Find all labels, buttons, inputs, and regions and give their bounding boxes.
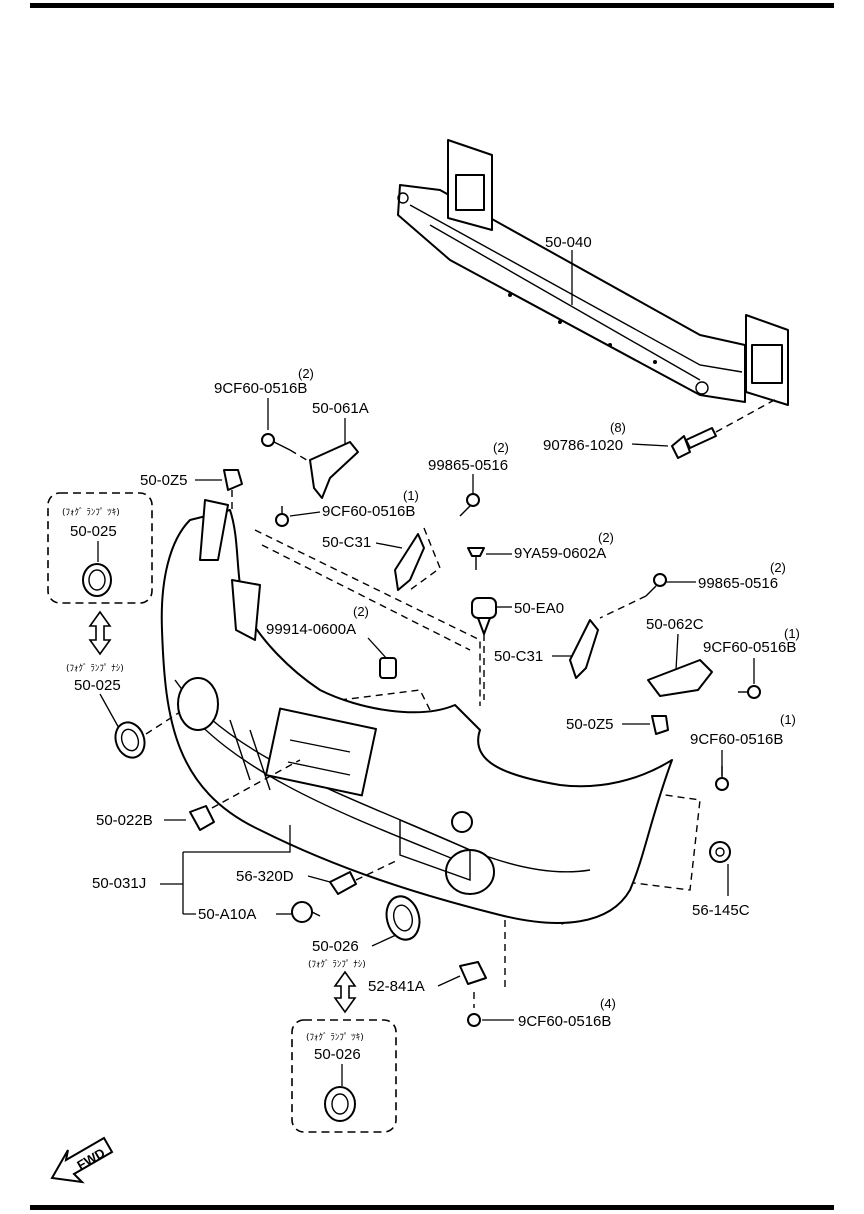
leader-56-320d	[307, 875, 331, 883]
label-50-022b: 50-022B	[96, 812, 153, 829]
fastener-9ya59[interactable]	[467, 547, 485, 570]
leader-52-841a	[437, 975, 461, 987]
bracket-50-c31-a[interactable]	[394, 533, 425, 591]
label-90786: 90786-1020	[543, 437, 623, 454]
top-border	[30, 3, 834, 8]
clip-50-0z5-b[interactable]	[651, 715, 669, 735]
leader-50-c31-a	[375, 542, 403, 549]
qty-99865-b: (2)	[770, 560, 786, 575]
label-52-841a: 52-841A	[368, 978, 425, 995]
leader-50-026	[371, 934, 397, 947]
label-50-026-box: 50-026	[314, 1046, 361, 1063]
cap-50-a10a[interactable]	[291, 901, 321, 923]
guide-90786	[715, 397, 779, 433]
leader-99914	[367, 637, 389, 661]
label-50-040: 50-040	[545, 234, 592, 251]
bolt-90786[interactable]	[671, 427, 717, 459]
guide-99865-b	[599, 595, 647, 619]
label-50-c31-a: 50-C31	[322, 534, 371, 551]
label-50-0z5-a: 50-0Z5	[140, 472, 188, 489]
label-50-0z5-b: 50-0Z5	[566, 716, 614, 733]
screw-9cf-c[interactable]	[738, 685, 761, 699]
clip-56-145c[interactable]	[709, 841, 731, 863]
label-99914: 99914-0600A	[266, 621, 356, 638]
label-9cf-top: 9CF60-0516B	[214, 380, 307, 397]
bracket-50-c31-b[interactable]	[569, 619, 599, 679]
swap-arrow-upper	[88, 610, 112, 656]
label-50-062c: 50-062C	[646, 616, 704, 633]
fog-lamp-bezel-50-025-box[interactable]	[82, 563, 112, 597]
label-50-a10a: 50-A10A	[198, 906, 256, 923]
guide-50-025	[145, 711, 181, 735]
qty-9cf-e: (4)	[600, 996, 616, 1011]
front-bumper-fascia[interactable]	[160, 499, 673, 924]
label-9cf-d: 9CF60-0516B	[690, 731, 783, 748]
qty-9cf-d: (1)	[780, 712, 796, 727]
screw-9cf-e[interactable]	[467, 1013, 481, 1027]
jp-note-50-025-box: (ﾌｫｸﾞ ﾗﾝﾌﾟ ﾂｷ)	[62, 507, 120, 518]
fog-lamp-option-box-upper	[47, 492, 153, 604]
bracket-56-320d[interactable]	[329, 859, 399, 895]
guide-c31-a	[409, 527, 441, 591]
jp-note-50-026-box: (ﾌｫｸﾞ ﾗﾝﾌﾟ ﾂｷ)	[306, 1032, 364, 1043]
label-56-145c: 56-145C	[692, 902, 750, 919]
qty-9cf-b: (1)	[403, 488, 419, 503]
bracket-50-062c[interactable]	[647, 659, 713, 697]
qty-9ya59: (2)	[598, 530, 614, 545]
qty-99914: (2)	[353, 604, 369, 619]
label-9cf-c: 9CF60-0516B	[703, 639, 796, 656]
fog-lamp-cover-50-026[interactable]	[382, 893, 424, 944]
guide-bracket-left-2	[261, 544, 471, 651]
clip-50-022b[interactable]	[189, 805, 215, 831]
pin-50-ea0[interactable]	[471, 597, 497, 635]
label-9cf-e: 9CF60-0516B	[518, 1013, 611, 1030]
label-9ya59: 9YA59-0602A	[514, 545, 606, 562]
label-50-026: 50-026	[312, 938, 359, 955]
guide-bracket-left	[254, 529, 481, 706]
guide-50-022b	[211, 759, 301, 809]
leader-9cf-b	[289, 511, 321, 517]
screw-9cf-b[interactable]	[275, 506, 289, 527]
label-50-025: 50-025	[74, 677, 121, 694]
label-99865-b: 99865-0516	[698, 575, 778, 592]
qty-99865-a: (2)	[493, 440, 509, 455]
label-50-031j: 50-031J	[92, 875, 146, 892]
leader-50-062c	[675, 633, 679, 671]
label-9cf-b: 9CF60-0516B	[322, 503, 415, 520]
jp-note-50-026: (ﾌｫｸﾞ ﾗﾝﾌﾟ ﾅｼ)	[308, 959, 366, 970]
jp-note-50-025: (ﾌｫｸﾞ ﾗﾝﾌﾟ ﾅｼ)	[66, 663, 124, 674]
fog-lamp-option-box-lower	[291, 1019, 397, 1133]
qty-90786: (8)	[610, 420, 626, 435]
screw-9cf-top[interactable]	[261, 433, 291, 451]
swap-arrow-lower	[333, 970, 357, 1014]
fog-lamp-bezel-50-026-box[interactable]	[324, 1086, 356, 1122]
screw-99865-b[interactable]	[645, 573, 667, 597]
screw-9cf-d[interactable]	[715, 766, 729, 791]
bottom-border	[30, 1205, 834, 1210]
screw-99865-a[interactable]	[459, 493, 480, 517]
label-50-061a: 50-061A	[312, 400, 369, 417]
forward-direction-arrow: FWD	[50, 1136, 114, 1184]
nut-99914[interactable]	[379, 657, 397, 679]
nut-52-841a[interactable]	[459, 961, 487, 985]
clip-50-0z5-a[interactable]	[223, 469, 243, 491]
qty-9cf-top: (2)	[298, 366, 314, 381]
label-50-ea0: 50-EA0	[514, 600, 564, 617]
leader-50-025	[99, 693, 121, 731]
label-50-c31-b: 50-C31	[494, 648, 543, 665]
label-56-320d: 56-320D	[236, 868, 294, 885]
leader-50-031j	[160, 825, 291, 915]
bumper-reinforcement-beam[interactable]	[397, 139, 789, 406]
bracket-50-061a[interactable]	[309, 441, 359, 499]
leader-90786	[631, 443, 669, 447]
fog-lamp-cover-50-025[interactable]	[111, 718, 150, 761]
label-50-025-box: 50-025	[70, 523, 117, 540]
qty-9cf-c: (1)	[784, 626, 800, 641]
label-99865-a: 99865-0516	[428, 457, 508, 474]
